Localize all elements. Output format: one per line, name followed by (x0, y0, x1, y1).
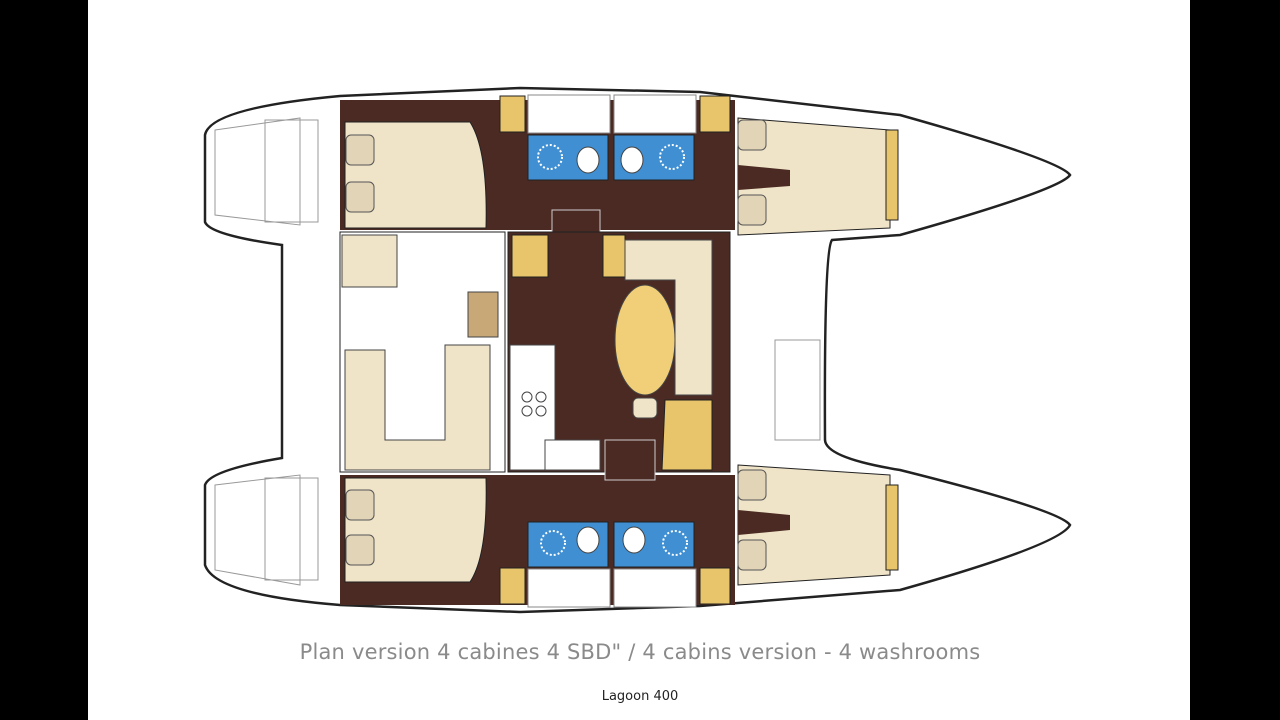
wardrobe (499, 567, 526, 605)
stove-burner-icon (535, 391, 547, 403)
toilet-icon (576, 146, 600, 174)
cabin-aft-stbd-bed (344, 477, 487, 583)
grill-hatch (467, 291, 499, 338)
wardrobe (499, 95, 526, 133)
stern-steps-bottom (214, 474, 319, 586)
salon-settee (624, 239, 713, 396)
cabin-aft-port-bed (344, 121, 487, 229)
pillow-icon (737, 119, 767, 151)
stairs (551, 209, 601, 236)
stern-steps-top (214, 117, 319, 226)
toilet-icon (576, 526, 600, 554)
sink-area (613, 568, 697, 608)
wardrobe (699, 95, 731, 133)
nav-station (661, 399, 713, 471)
galley-sink (544, 439, 601, 471)
model-name: Lagoon 400 (601, 689, 679, 704)
stove-burner-icon (535, 405, 547, 417)
stairs (604, 439, 656, 481)
shower-icon (537, 144, 563, 170)
bed-headboard (885, 129, 899, 221)
stool (632, 397, 658, 419)
shower-icon (662, 530, 688, 556)
sink-area (613, 94, 697, 134)
pillow-icon (737, 469, 767, 501)
salon-cabinet (511, 234, 549, 278)
sink-area (527, 94, 611, 134)
toilet-icon (622, 526, 646, 554)
pillow-icon (737, 194, 767, 226)
pillow-icon (345, 534, 375, 566)
pillow-icon (345, 489, 375, 521)
foredeck-hatch (774, 339, 821, 441)
sink-area (527, 568, 611, 608)
shower-icon (659, 144, 685, 170)
bed-headboard (885, 484, 899, 571)
shower-icon (540, 530, 566, 556)
step-dark (738, 510, 790, 535)
pillow-icon (345, 134, 375, 166)
plan-caption: Plan version 4 cabines 4 SBD" / 4 cabins… (299, 640, 981, 664)
cabin-fwd-port-bed (737, 117, 891, 236)
salon-table (614, 284, 676, 396)
cockpit-storage (341, 234, 398, 288)
pillow-icon (345, 181, 375, 213)
salon-cabinet (602, 234, 626, 278)
pillow-icon (737, 539, 767, 571)
step-dark (738, 165, 790, 190)
cockpit-seating (344, 344, 491, 471)
stove-burner-icon (521, 391, 533, 403)
stove-burner-icon (521, 405, 533, 417)
wardrobe (699, 567, 731, 605)
toilet-icon (620, 146, 644, 174)
